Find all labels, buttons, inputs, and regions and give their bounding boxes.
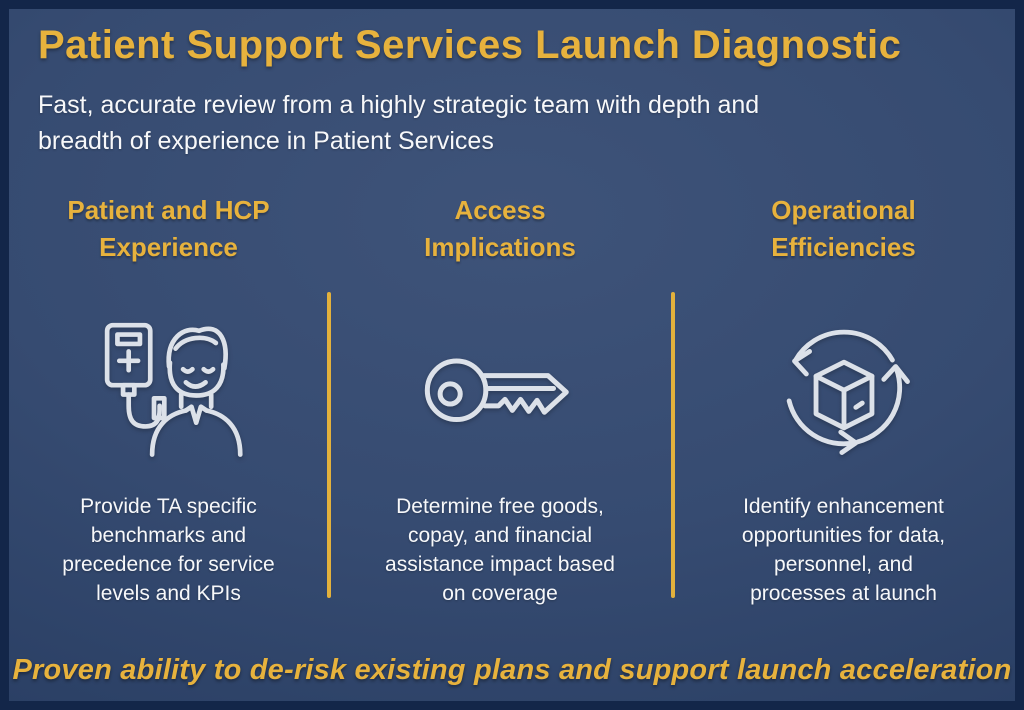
- column-patient-and-hcp-experience: Patient and HCP Experience: [9, 192, 328, 608]
- patient-iv-icon: [9, 302, 328, 474]
- column-divider: [671, 292, 675, 598]
- key-icon: [328, 302, 672, 474]
- package-cycle-icon: [672, 302, 1015, 474]
- column-heading: Operational Efficiencies: [771, 195, 916, 262]
- page-subtitle: Fast, accurate review from a highly stra…: [38, 91, 760, 155]
- column-description: Identify enhancement opportunities for d…: [741, 495, 946, 605]
- columns-row: Patient and HCP Experience: [9, 192, 1015, 608]
- footer-tagline: Proven ability to de-risk existing plans…: [12, 654, 1012, 686]
- column-divider: [327, 292, 331, 598]
- column-heading: Access Implications: [424, 195, 576, 262]
- column-description: Provide TA specific benchmarks and prece…: [62, 495, 275, 605]
- column-heading: Patient and HCP Experience: [67, 195, 270, 262]
- page-title: Patient Support Services Launch Diagnost…: [38, 23, 902, 67]
- column-operational-efficiencies: Operational Efficiencies: [672, 192, 1015, 608]
- slide-background: Patient Support Services Launch Diagnost…: [9, 9, 1015, 701]
- column-access-implications: Access Implications Determine free goods…: [328, 192, 672, 608]
- column-description: Determine free goods, copay, and financi…: [385, 495, 615, 605]
